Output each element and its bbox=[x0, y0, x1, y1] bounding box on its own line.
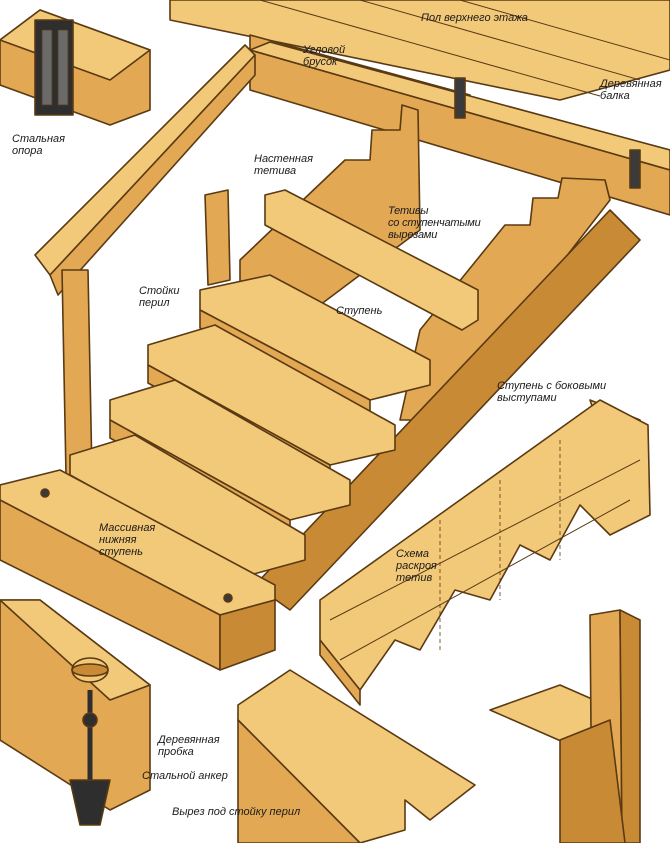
label-steel-support: Стальная опора bbox=[12, 133, 66, 157]
stringer-cut-scheme bbox=[319, 399, 651, 691]
label-steel-anchor: Стальной анкер bbox=[142, 770, 228, 782]
railing-post bbox=[204, 189, 231, 286]
label-railing-posts: Стойки перил bbox=[139, 285, 180, 309]
label-wood-plug: Деревянная пробка bbox=[158, 734, 220, 758]
label-upper-floor: Пол верхнего этажа bbox=[421, 12, 528, 24]
label-post-notch: Вырез под стойку перил bbox=[172, 806, 301, 818]
label-corner-bar: Угловой брусок bbox=[303, 44, 346, 68]
label-wood-beam: Деревянная балка bbox=[600, 78, 662, 102]
anchor-bolt-hole bbox=[40, 488, 50, 498]
label-tread: Ступень bbox=[336, 305, 383, 317]
beam-hanger bbox=[454, 77, 466, 119]
railing-post bbox=[61, 269, 93, 476]
wall-stringer bbox=[264, 189, 479, 331]
front-notched-stringer bbox=[254, 209, 641, 611]
label-stringer-cut-scheme: Схема раскроя тетив bbox=[396, 548, 437, 584]
anchor-bolt-hole bbox=[223, 593, 233, 603]
label-wall-stringer: Настенная тетива bbox=[254, 153, 313, 177]
label-solid-bottom-step: Массивная нижняя ступень bbox=[99, 522, 156, 558]
label-notched-stringers: Тетивы со ступенчатыми вырезами bbox=[388, 205, 481, 241]
label-tread-side-ledges: Ступень с боковыми выступами bbox=[497, 380, 607, 404]
beam-hanger bbox=[629, 149, 641, 189]
upper-floor-deck bbox=[169, 0, 670, 101]
